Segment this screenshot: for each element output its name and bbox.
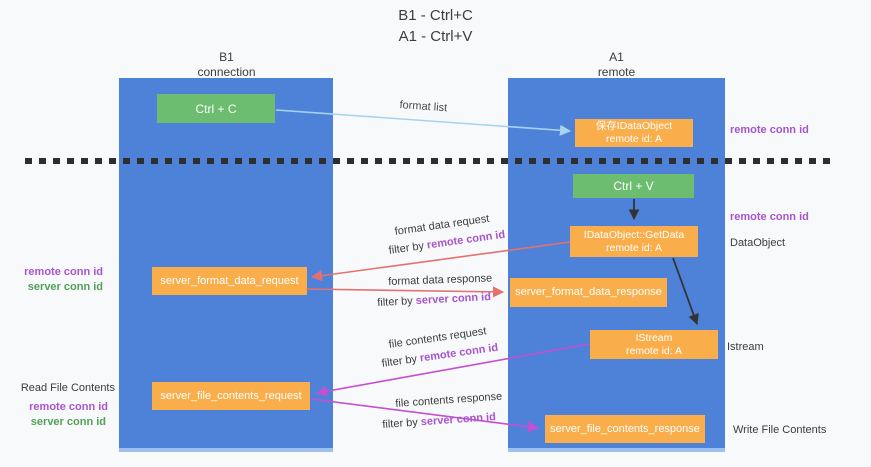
server-file-contents-response-label: server_file_contents_response — [550, 422, 700, 435]
server-conn-id-text-2: server conn id — [415, 291, 492, 307]
server-format-data-response-label: server_format_data_response — [515, 286, 662, 298]
istream-line1: IStream — [635, 331, 673, 344]
istream-side-label: Istream — [727, 341, 764, 353]
left-server-conn-id-label-2: server conn id — [30, 416, 106, 428]
server-file-contents-request-node: server_file_contents_request — [152, 382, 310, 410]
format-data-response-label: format data response — [388, 272, 493, 288]
ctrl-c-node: Ctrl + C — [157, 94, 275, 123]
column-header-a1: A1 remote — [508, 50, 725, 80]
filter-by-text-3: filter by — [381, 352, 421, 370]
server-conn-id-text-4: server conn id — [420, 411, 497, 429]
save-idataobject-line2: remote id: A — [605, 133, 663, 145]
format-data-response-filter-label: filter by server conn id — [377, 291, 491, 309]
left-server-conn-id-label: server conn id — [27, 281, 103, 293]
dataobject-label: DataObject — [730, 237, 786, 249]
left-remote-conn-id-label: remote conn id — [24, 266, 103, 278]
file-contents-response-filter-label: filter by server conn id — [382, 411, 496, 431]
istream-line2: remote id: A — [625, 344, 683, 357]
column-a1-name: A1 — [609, 50, 624, 64]
title-line-1: B1 - Ctrl+C — [398, 7, 473, 24]
filter-by-text-2: filter by — [377, 294, 417, 309]
left-remote-conn-id-label-2: remote conn id — [29, 401, 108, 413]
server-format-data-response-node: server_format_data_response — [510, 278, 667, 307]
remote-conn-id-text-1: remote conn id — [426, 228, 506, 252]
remote-conn-id-text-3: remote conn id — [419, 341, 499, 365]
server-format-data-request-node: server_format_data_request — [152, 267, 307, 295]
column-b1-role: connection — [197, 65, 256, 79]
filter-by-text-1: filter by — [388, 239, 428, 257]
column-a1-role: remote — [597, 65, 636, 79]
filter-by-text-4: filter by — [382, 416, 422, 431]
getdata-line2: remote id: A — [605, 241, 663, 254]
right-remote-conn-id-label-top: remote conn id — [730, 124, 809, 136]
column-b1-name: B1 — [219, 50, 234, 64]
getdata-line1: IDataObject::GetData — [583, 228, 685, 241]
idataobject-getdata-node: IDataObject::GetData remote id: A — [570, 226, 698, 257]
server-format-data-request-label: server_format_data_request — [160, 274, 299, 287]
ctrl-v-node: Ctrl + V — [573, 174, 694, 198]
save-idataobject-line1: 保存IDataObject — [595, 120, 673, 132]
write-file-contents-label: Write File Contents — [733, 424, 827, 436]
file-contents-response-label: file contents response — [395, 390, 503, 410]
diagram-title: B1 - Ctrl+C A1 - Ctrl+V — [0, 5, 871, 47]
right-remote-conn-id-label-mid: remote conn id — [730, 211, 809, 223]
read-file-contents-label: Read File Contents — [20, 382, 115, 394]
title-line-2: A1 - Ctrl+V — [398, 28, 473, 45]
server-file-contents-response-node: server_file_contents_response — [545, 415, 705, 443]
column-header-b1: B1 connection — [120, 50, 333, 80]
ctrl-c-label: Ctrl + C — [195, 101, 237, 116]
save-idataobject-node: 保存IDataObject remote id: A — [575, 119, 693, 147]
server-file-contents-request-label: server_file_contents_request — [160, 389, 302, 402]
format-list-label: format list — [399, 99, 448, 115]
ctrl-v-label: Ctrl + V — [613, 179, 654, 193]
istream-node: IStream remote id: A — [590, 330, 718, 359]
